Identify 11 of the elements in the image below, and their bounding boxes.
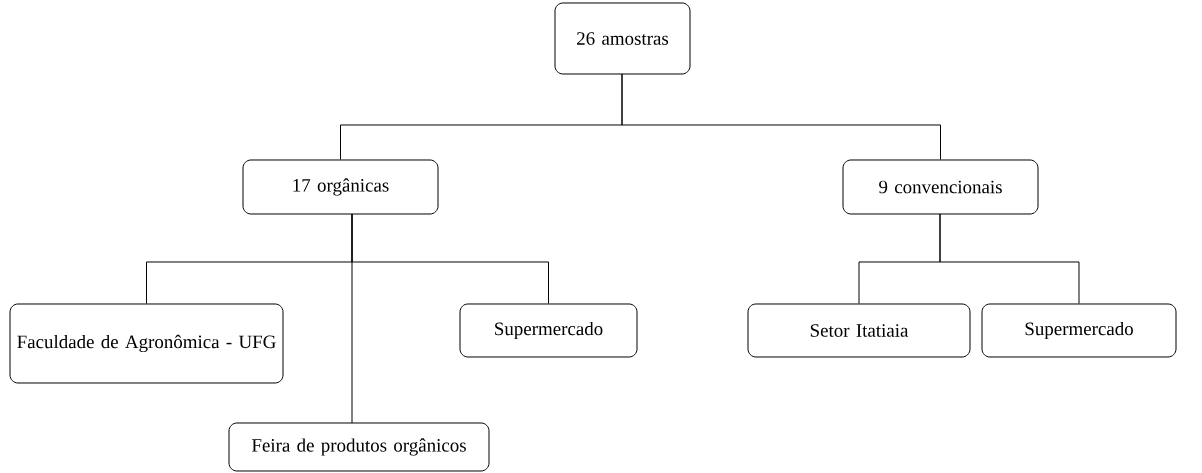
- category-box: Supermercado: [459, 303, 638, 358]
- category-box: Faculdade de Agronômica - UFG: [9, 303, 284, 384]
- connector-line: [939, 213, 1080, 304]
- category-box: Feira de produtos orgânicos: [228, 422, 490, 472]
- category-box: Setor Itatiaia: [747, 303, 971, 358]
- connector-line: [351, 213, 549, 304]
- connector-line: [621, 73, 941, 160]
- category-box: 26 amostras: [554, 2, 691, 75]
- category-box: Supermercado: [981, 303, 1177, 358]
- category-box: 17 orgânicas: [242, 159, 439, 215]
- category-box: 9 convencionais: [842, 159, 1039, 215]
